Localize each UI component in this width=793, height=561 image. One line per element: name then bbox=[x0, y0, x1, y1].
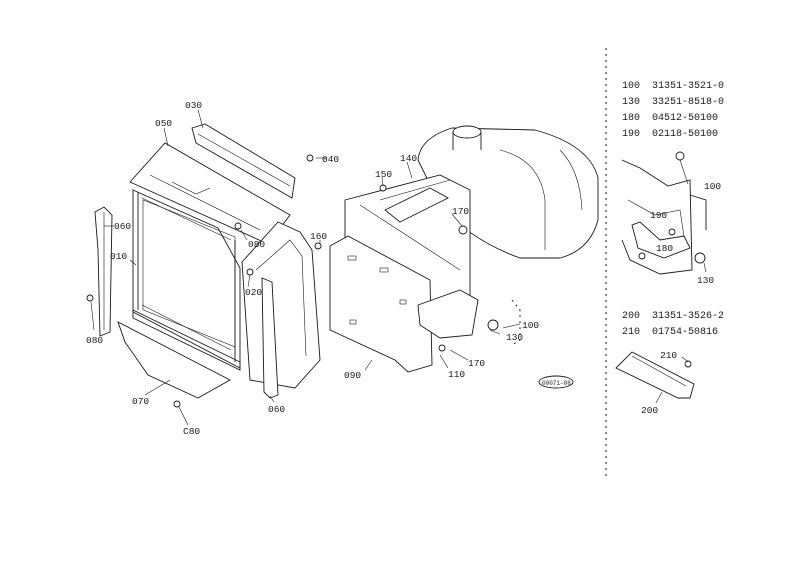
list-ref-200: 200 bbox=[622, 311, 640, 322]
callout-160: 160 bbox=[310, 231, 327, 242]
list-part-190: 02118-50100 bbox=[652, 129, 718, 140]
inset-bracket-assembly: 100 190 180 130 bbox=[621, 151, 721, 286]
callout-170-lower: 170 bbox=[468, 358, 485, 369]
inset-callout-130: 130 bbox=[697, 275, 714, 286]
list-part-210: 01754-50816 bbox=[652, 327, 718, 338]
callout-100: 100 bbox=[522, 320, 539, 331]
parts-list-bottom: 200 31351-3526-2 210 01754-50816 bbox=[622, 311, 724, 338]
inset-callout-200: 200 bbox=[641, 405, 658, 416]
callout-080-left: 080 bbox=[86, 335, 103, 346]
list-part-200: 31351-3526-2 bbox=[652, 311, 724, 322]
inset-callout-180: 180 bbox=[656, 243, 673, 254]
side-bracket-left bbox=[94, 206, 113, 337]
callout-050: 050 bbox=[155, 118, 172, 129]
callout-170-upper: 170 bbox=[452, 206, 469, 217]
callout-070: 070 bbox=[132, 396, 149, 407]
list-part-130: 33251-8518-0 bbox=[652, 97, 724, 108]
badge-text: 00071-08 bbox=[542, 380, 571, 387]
bottom-guard bbox=[117, 321, 231, 399]
list-ref-190: 190 bbox=[622, 129, 640, 140]
leader-lines bbox=[90, 109, 521, 426]
callout-090: 090 bbox=[344, 370, 361, 381]
callout-labels: 030 050 040 060 010 080 080 020 070 C80 … bbox=[86, 100, 571, 437]
list-ref-100: 100 bbox=[622, 81, 640, 92]
side-bracket-right bbox=[261, 277, 279, 399]
callout-110: 110 bbox=[448, 369, 465, 380]
callout-060-lower: 060 bbox=[268, 404, 285, 415]
callout-130: 130 bbox=[506, 332, 523, 343]
callout-060-upper: 060 bbox=[114, 221, 131, 232]
list-part-180: 04512-50100 bbox=[652, 113, 718, 124]
inset-plate: 210 200 bbox=[615, 350, 695, 416]
list-ref-130: 130 bbox=[622, 97, 640, 108]
parts-list-top: 100 31351-3521-0 130 33251-8518-0 180 04… bbox=[622, 81, 724, 140]
radiator-core bbox=[132, 189, 241, 371]
drawing-number-badge bbox=[538, 375, 574, 389]
callout-020: 020 bbox=[245, 287, 262, 298]
frame-bracket bbox=[344, 174, 471, 321]
callout-010: 010 bbox=[110, 251, 127, 262]
list-part-100: 31351-3521-0 bbox=[652, 81, 724, 92]
callout-040: 040 bbox=[322, 154, 339, 165]
side-panel bbox=[329, 235, 433, 373]
callout-030: 030 bbox=[185, 100, 202, 111]
lower-bracket bbox=[417, 289, 521, 346]
fan-shroud bbox=[241, 221, 321, 389]
inset-callout-190: 190 bbox=[650, 210, 667, 221]
upper-bracket bbox=[191, 123, 296, 199]
callout-140: 140 bbox=[400, 153, 417, 164]
top-cover bbox=[129, 142, 291, 245]
list-ref-210: 210 bbox=[622, 327, 640, 338]
inset-callout-210: 210 bbox=[660, 350, 677, 361]
inset-callout-100: 100 bbox=[704, 181, 721, 192]
callout-150: 150 bbox=[375, 169, 392, 180]
list-ref-180: 180 bbox=[622, 113, 640, 124]
callout-c80: C80 bbox=[183, 426, 200, 437]
fasteners bbox=[86, 154, 468, 408]
callout-080-mid: 080 bbox=[248, 239, 265, 250]
